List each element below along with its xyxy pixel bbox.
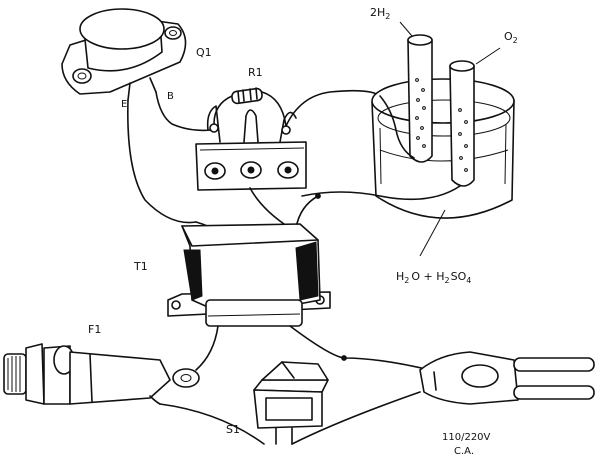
label-mains-type: C.A. xyxy=(454,446,474,457)
terminal-lug-3 xyxy=(277,161,299,179)
label-t1: T1 xyxy=(133,260,148,273)
label-r1: R1 xyxy=(248,66,263,79)
resistor-r1 xyxy=(213,87,287,127)
terminal-strip xyxy=(195,105,307,191)
electrode-b xyxy=(301,185,461,201)
electrode-a xyxy=(379,95,415,159)
label-h2: 2H2 xyxy=(370,6,390,21)
transistor-q1 xyxy=(61,8,187,101)
label-f1: F1 xyxy=(88,323,101,336)
electrolyte-leader xyxy=(419,209,446,257)
o2-leader xyxy=(475,47,501,65)
label-q1: Q1 xyxy=(196,46,212,59)
switch-s1 xyxy=(253,361,329,445)
transformer-t1 xyxy=(167,223,331,327)
switch-plug-wire xyxy=(291,391,421,445)
test-tube-o2 xyxy=(449,60,475,187)
fuse-switch-wire xyxy=(159,403,265,445)
mains-plug xyxy=(419,351,595,405)
h2-leader xyxy=(399,21,413,37)
strip-transformer-wire-a xyxy=(249,187,291,229)
test-tube-h2 xyxy=(407,34,433,163)
electrolysis-cell xyxy=(301,34,515,219)
strip-transformer-wire-c xyxy=(295,195,319,229)
label-o2: O2 xyxy=(504,30,518,45)
wire-splice-dot xyxy=(315,193,321,199)
fuse-holder-f1 xyxy=(3,343,200,405)
label-emitter: E xyxy=(121,99,127,110)
terminal-lug-2 xyxy=(240,161,262,179)
label-s1: S1 xyxy=(226,423,240,436)
cell-wire-top xyxy=(285,89,381,127)
terminal-lug-1 xyxy=(204,162,226,180)
wire-splice-dot-2 xyxy=(341,355,347,361)
transformer-fuse-wire xyxy=(195,325,219,371)
label-mains-voltage: 110/220V xyxy=(442,432,491,443)
label-base: B xyxy=(167,91,174,102)
base-wire xyxy=(155,91,213,132)
emitter-wire xyxy=(127,99,197,224)
